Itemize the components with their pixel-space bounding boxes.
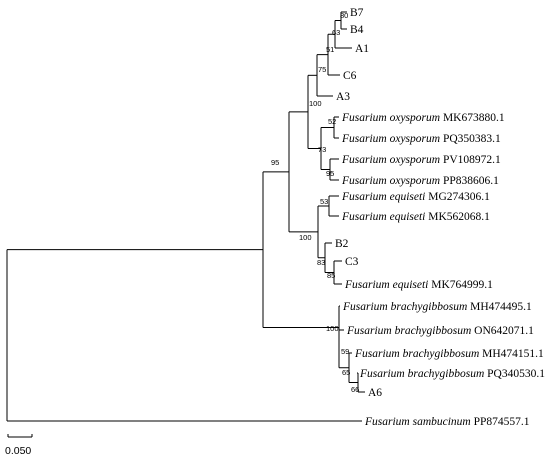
accession-number: PQ350383.1 (440, 133, 501, 145)
bootstrap-value: 66 (351, 385, 359, 394)
accession-number: ON642071.1 (471, 325, 534, 337)
species-name: Fusarium brachygibbosum (342, 301, 467, 313)
leaf-label: Fusarium oxysporum PQ350383.1 (341, 133, 501, 145)
species-name: Fusarium brachygibbosum (354, 348, 479, 360)
species-name: Fusarium equiseti (344, 279, 428, 291)
bootstrap-value: 95 (271, 158, 279, 167)
species-name: Fusarium oxysporum (341, 112, 440, 124)
bootstrap-value: 95 (326, 169, 334, 178)
bootstrap-value: 52 (328, 117, 336, 126)
accession-number: MK764999.1 (428, 279, 493, 291)
accession-number: MH474495.1 (467, 301, 532, 313)
accession-number: MG274306.1 (425, 191, 490, 203)
bootstrap-value: 59 (341, 347, 349, 356)
leaf-label: Fusarium equiseti MK562068.1 (341, 211, 490, 223)
leaf-label: C6 (343, 70, 357, 82)
accession-number: PV108972.1 (440, 154, 501, 166)
bootstrap-value: 65 (342, 368, 350, 377)
bootstrap-value: 100 (299, 233, 312, 242)
leaf-label: Fusarium oxysporum MK673880.1 (341, 112, 505, 124)
leaf-label: A3 (336, 91, 350, 103)
species-name: Fusarium oxysporum (341, 175, 440, 187)
species-name: Fusarium brachygibbosum (359, 368, 484, 380)
bootstrap-value: 100 (309, 99, 322, 108)
bootstrap-value: 73 (318, 145, 326, 154)
accession-number: PQ340530.1 (484, 368, 545, 380)
scale-bar-label: 0.050 (5, 445, 31, 457)
leaf-label: Fusarium brachygibbosum ON642071.1 (346, 325, 534, 337)
species-name: Fusarium oxysporum (341, 133, 440, 145)
leaf-label: A1 (355, 43, 369, 55)
bootstrap-value: 63 (332, 28, 340, 37)
leaf-label: B7 (350, 7, 364, 19)
accession-number: MK673880.1 (440, 112, 505, 124)
species-name: Fusarium brachygibbosum (346, 325, 471, 337)
scale-bar: 0.050 (5, 434, 33, 457)
species-name: Fusarium sambucinum (364, 416, 471, 428)
leaf-label: Fusarium brachygibbosum MH474495.1 (342, 301, 532, 313)
accession-number: PP874557.1 (471, 416, 530, 428)
accession-number: PP838606.1 (440, 175, 499, 187)
tree-branches (6, 11, 365, 422)
bootstrap-value: 85 (327, 271, 335, 280)
leaf-label: C3 (345, 256, 359, 268)
leaf-label: Fusarium oxysporum PP838606.1 (341, 175, 499, 187)
leaf-label: Fusarium brachygibbosum PQ340530.1 (359, 368, 545, 380)
accession-number: MK562068.1 (425, 211, 490, 223)
species-name: Fusarium equiseti (341, 211, 425, 223)
bootstrap-value: 75 (318, 65, 326, 74)
leaf-label: Fusarium oxysporum PV108972.1 (341, 154, 501, 166)
accession-number: MH474151.1 (479, 348, 544, 360)
species-name: Fusarium oxysporum (341, 154, 440, 166)
leaf-label: Fusarium equiseti MG274306.1 (341, 191, 490, 203)
leaf-label: Fusarium brachygibbosum MH474151.1 (354, 348, 544, 360)
bootstrap-value: 83 (317, 258, 325, 267)
bootstrap-value: 51 (326, 45, 334, 54)
leaf-label: B2 (335, 238, 349, 250)
bootstrap-value: 80 (340, 11, 348, 20)
bootstrap-value: 100 (326, 324, 339, 333)
species-name: Fusarium equiseti (341, 191, 425, 203)
leaf-label: Fusarium equiseti MK764999.1 (344, 279, 493, 291)
bootstrap-value: 53 (320, 197, 328, 206)
leaf-label: B4 (350, 24, 364, 36)
leaf-label: A6 (368, 387, 382, 399)
leaf-label: Fusarium sambucinum PP874557.1 (364, 416, 530, 428)
